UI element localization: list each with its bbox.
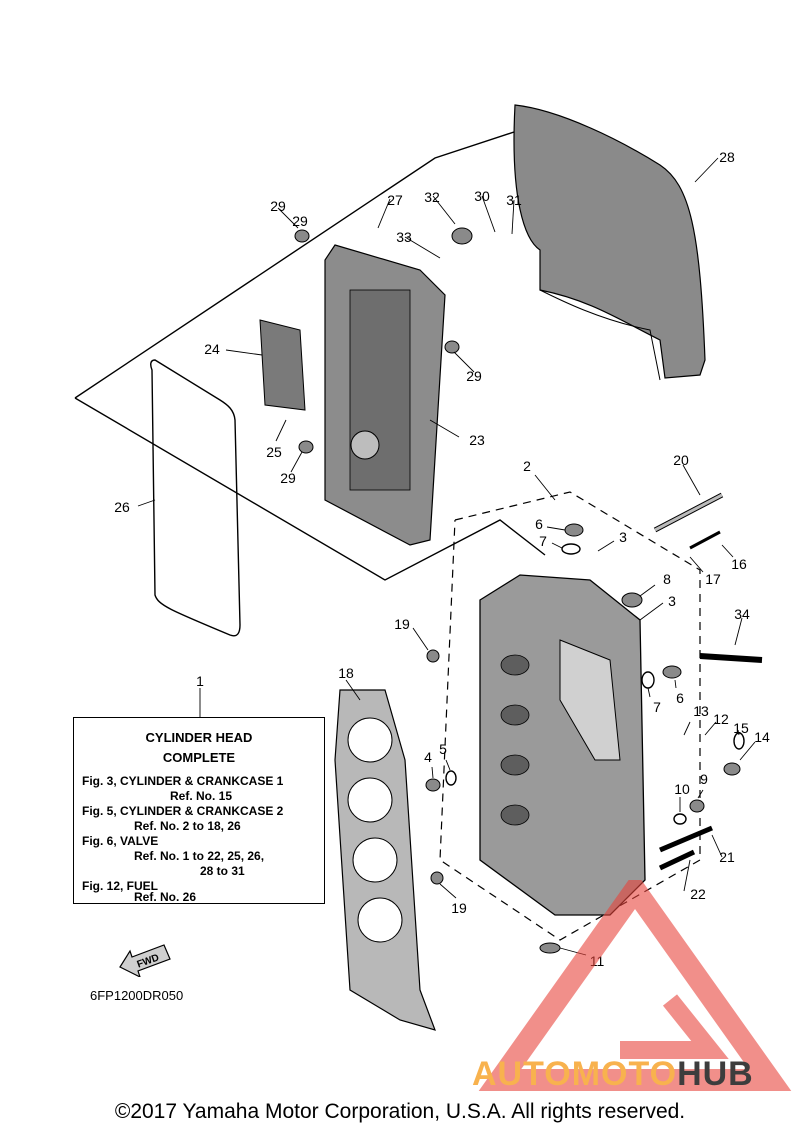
bolt-part-22 <box>658 849 696 871</box>
watermark-brand-part2: HUB <box>677 1055 754 1093</box>
watermark-text: AUTOMOTOHUB <box>472 1055 754 1094</box>
callout-14: 14 <box>754 729 770 745</box>
ref-line: Fig. 12, FUEL <box>82 879 159 893</box>
fwd-arrow-icon: FWD <box>119 944 171 977</box>
callout-32: 32 <box>424 189 440 205</box>
seal-part-32 <box>451 227 473 245</box>
ref-title-line2: COMPLETE <box>162 750 236 765</box>
o-ring-part-7-top <box>561 543 581 555</box>
callout-28: 28 <box>719 149 735 165</box>
callout-26: 26 <box>114 499 130 515</box>
copyright-footer: ©2017 Yamaha Motor Corporation, U.S.A. A… <box>114 1100 686 1123</box>
plug-part-9 <box>689 799 705 813</box>
callout-34: 34 <box>734 606 750 622</box>
callout-15: 15 <box>733 720 749 736</box>
callout-29-c: 29 <box>280 470 296 486</box>
callout-6-top: 6 <box>535 516 543 532</box>
ref-line: Ref. No. 1 to 22, 25, 26, <box>134 849 265 863</box>
spark-plug-part-34 <box>699 653 763 663</box>
callout-33: 33 <box>396 229 412 245</box>
nut-part-29-a <box>294 229 310 243</box>
assembly-boundary-line <box>74 129 546 581</box>
callout-22: 22 <box>690 886 706 902</box>
callout-3-top: 3 <box>619 529 627 545</box>
ref-title-line1: CYLINDER HEAD <box>145 730 253 745</box>
callout-27: 27 <box>387 192 403 208</box>
callout-18: 18 <box>338 665 354 681</box>
diagram-code: 6FP1200DR050 <box>90 988 184 1003</box>
callout-29-d: 29 <box>292 213 308 229</box>
callout-7-right: 7 <box>653 699 661 715</box>
watermark-logo-icon <box>478 880 792 1091</box>
callout-1: 1 <box>196 673 204 689</box>
ref-line: Ref. No. 26 <box>134 890 197 904</box>
callout-19-bottom: 19 <box>451 900 467 916</box>
nut-part-29-c <box>298 440 314 454</box>
pin-part-19-bottom <box>430 871 444 885</box>
callout-29-b: 29 <box>466 368 482 384</box>
callout-31: 31 <box>506 192 522 208</box>
callout-16: 16 <box>731 556 747 572</box>
pin-part-19-top <box>426 649 440 663</box>
ref-line: 28 to 31 <box>200 864 245 878</box>
bolt-part-21 <box>659 825 713 853</box>
gasket-part-26 <box>150 359 241 637</box>
callout-17: 17 <box>705 571 721 587</box>
watermark-brand-part1: AUTOMOTO <box>472 1055 678 1093</box>
plug-part-8 <box>621 592 643 608</box>
cylinder-head-boundary-dashed <box>439 491 701 941</box>
cylinder-head-block <box>479 574 646 916</box>
o-ring-part-10 <box>673 813 687 825</box>
ref-line: Fig. 6, VALVE <box>82 834 159 848</box>
callout-5: 5 <box>439 741 447 757</box>
callout-20: 20 <box>673 452 689 468</box>
ref-line: Ref. No. 15 <box>170 789 233 803</box>
callout-30: 30 <box>474 188 490 204</box>
plug-part-14 <box>723 762 741 776</box>
plug-part-6-top <box>564 523 584 537</box>
plug-part-6-right <box>662 665 682 679</box>
reference-box: CYLINDER HEAD COMPLETE Fig. 3, CYLINDER … <box>73 717 325 904</box>
plug-part-4 <box>425 778 441 792</box>
ref-line: Ref. No. 2 to 18, 26 <box>134 819 241 833</box>
o-ring-part-5 <box>445 770 457 786</box>
gasket-part-24 <box>259 319 306 411</box>
callout-25: 25 <box>266 444 282 460</box>
callout-2: 2 <box>523 458 531 474</box>
callout-6-right: 6 <box>676 690 684 706</box>
callout-29-a: 29 <box>270 198 286 214</box>
nut-part-29-b <box>444 340 460 354</box>
callout-23: 23 <box>469 432 485 448</box>
callout-9: 9 <box>700 771 708 787</box>
callout-7-top: 7 <box>539 533 547 549</box>
callout-19-top: 19 <box>394 616 410 632</box>
bolt-part-16 <box>689 530 721 550</box>
callout-4: 4 <box>424 749 432 765</box>
callout-13: 13 <box>693 703 709 719</box>
callout-24: 24 <box>204 341 220 357</box>
o-ring-part-7-right <box>641 671 655 689</box>
callout-21: 21 <box>719 849 735 865</box>
callout-10: 10 <box>674 781 690 797</box>
callout-8: 8 <box>663 571 671 587</box>
ref-line: Fig. 5, CYLINDER & CRANKCASE 2 <box>82 804 284 818</box>
callout-12: 12 <box>713 711 729 727</box>
callout-3-right: 3 <box>668 593 676 609</box>
cover-part-28 <box>513 104 706 379</box>
ref-line: Fig. 3, CYLINDER & CRANKCASE 1 <box>82 774 284 788</box>
